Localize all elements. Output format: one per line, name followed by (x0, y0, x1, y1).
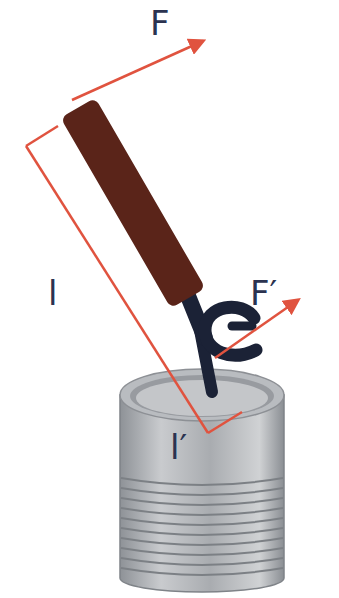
force-label: F (150, 6, 170, 40)
force-arrows (72, 41, 298, 358)
tin-can (120, 369, 284, 592)
force-label-holder: F (150, 6, 170, 40)
force-label: F′ (250, 276, 277, 310)
length-label-holder: l (48, 276, 57, 310)
force-label-holder: F′ (250, 276, 277, 310)
length-label: l (48, 276, 57, 310)
lever-arm-brackets (26, 126, 242, 433)
length-label-holder: l′ (170, 430, 187, 464)
length-label: l′ (170, 430, 187, 464)
